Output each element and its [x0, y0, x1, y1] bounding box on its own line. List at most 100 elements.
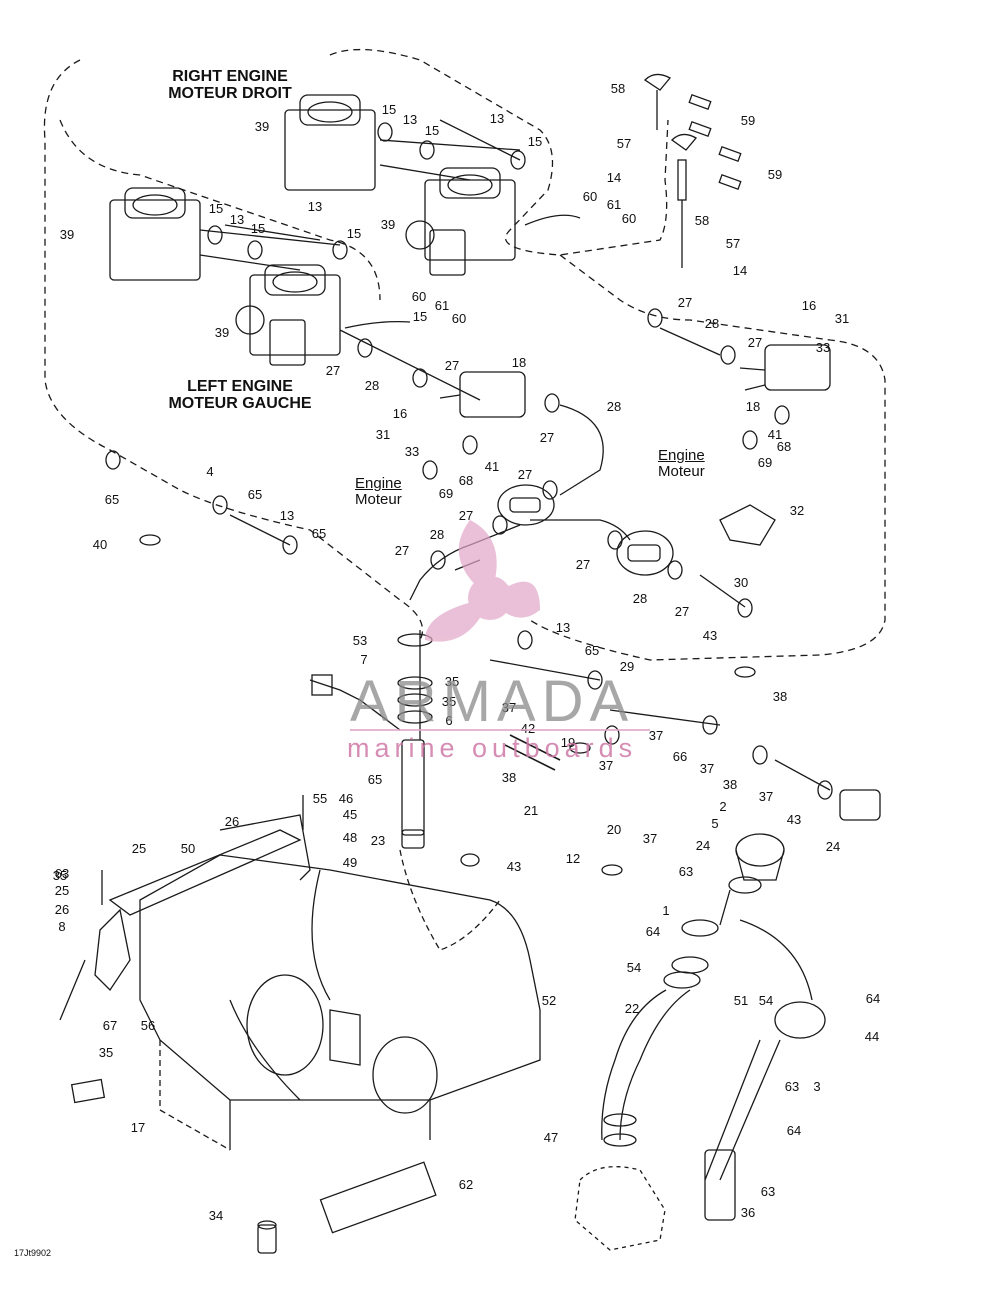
callout-number: 41: [485, 459, 499, 474]
callout-number: 59: [768, 167, 782, 182]
left-engine-outline: [43, 59, 424, 641]
callout-number: 64: [787, 1123, 801, 1138]
callout-number: 65: [585, 643, 599, 658]
callout-number: 18: [746, 399, 760, 414]
right-engine-label-fr: MOTEUR DROIT: [168, 85, 292, 102]
engine-label-left: Engine: [355, 475, 402, 492]
callout-number: 63: [679, 864, 693, 879]
callout-number: 68: [777, 439, 791, 454]
callout-number: 63: [761, 1184, 775, 1199]
callout-number: 16: [393, 406, 407, 421]
callout-number: 27: [445, 358, 459, 373]
callout-number: 60: [412, 289, 426, 304]
callout-number: 61: [607, 197, 621, 212]
callout-number: 4: [206, 464, 213, 479]
callout-number: 27: [675, 604, 689, 619]
callout-number: 54: [759, 993, 773, 1008]
callout-number: 69: [758, 455, 772, 470]
callout-number: 29: [620, 659, 634, 674]
callout-number: 57: [617, 136, 631, 151]
callout-number: 6: [445, 713, 452, 728]
callout-number: 12: [566, 851, 580, 866]
callout-number: 36: [741, 1205, 755, 1220]
primer-pumps: [643, 73, 742, 268]
callout-number: 50: [181, 841, 195, 856]
watermark-propeller-icon: [425, 520, 540, 642]
callout-number: 65: [312, 526, 326, 541]
callout-number: 15: [425, 123, 439, 138]
callout-number: 42: [521, 721, 535, 736]
callout-number: 31: [835, 311, 849, 326]
fuel-hoses: [224, 119, 831, 791]
callout-number: 5: [711, 816, 718, 831]
callout-number: 30: [734, 575, 748, 590]
callout-number: 58: [695, 213, 709, 228]
callout-number: 43: [703, 628, 717, 643]
callout-number: 19: [561, 735, 575, 750]
callout-number: 37: [502, 700, 516, 715]
callout-number: 14: [607, 170, 621, 185]
callout-number: 27: [540, 430, 554, 445]
callout-number: 59: [741, 113, 755, 128]
filler-neck: [601, 789, 881, 1221]
corrugated-hose: [504, 734, 561, 771]
callout-number: 26: [225, 814, 239, 829]
callout-number: 65: [105, 492, 119, 507]
callout-number: 57: [726, 236, 740, 251]
right-engine-title: RIGHT ENGINE MOTEUR DROIT: [150, 68, 310, 102]
right-engine-outline: [329, 48, 669, 256]
support-brackets: [59, 795, 437, 1254]
callout-number: 64: [646, 924, 660, 939]
fuel-return-outline: [529, 254, 886, 661]
engine-destination-right: Engine Moteur: [658, 448, 705, 480]
right-engine-carburetors: [284, 94, 581, 276]
callout-number: 14: [733, 263, 747, 278]
callout-number: 38: [502, 770, 516, 785]
callout-number: 27: [518, 467, 532, 482]
callout-number: 40: [93, 537, 107, 552]
callout-number: 39: [255, 119, 269, 134]
callout-number: 28: [430, 527, 444, 542]
fuel-pumps: [439, 344, 831, 418]
callout-number: 35: [445, 674, 459, 689]
engine-label-right: Engine: [658, 447, 705, 464]
callout-number: 46: [339, 791, 353, 806]
left-engine-label: LEFT ENGINE: [187, 378, 293, 395]
callout-number: 55: [313, 791, 327, 806]
callout-number: 26: [55, 902, 69, 917]
callout-number: 33: [816, 340, 830, 355]
callout-number: 44: [865, 1029, 879, 1044]
callout-number: 43: [787, 812, 801, 827]
callout-number: 13: [308, 199, 322, 214]
callout-number: 37: [643, 831, 657, 846]
watermark-brand: ARMADA: [350, 669, 635, 734]
callout-number: 60: [452, 311, 466, 326]
callout-number: 25: [132, 841, 146, 856]
callout-number: 38: [723, 777, 737, 792]
callout-number: 27: [459, 508, 473, 523]
callout-number: 35: [99, 1045, 113, 1060]
callout-number: 61: [435, 298, 449, 313]
callout-number: 22: [625, 1001, 639, 1016]
callout-number: 63: [55, 866, 69, 881]
callout-number: 16: [802, 298, 816, 313]
fuel-pickup: [309, 633, 433, 849]
left-engine-label-fr: MOTEUR GAUCHE: [168, 395, 312, 412]
callout-number: 27: [576, 557, 590, 572]
callout-number: 15: [528, 134, 542, 149]
fuel-filters: [497, 484, 776, 576]
callout-number: 21: [524, 803, 538, 818]
callout-number: 28: [607, 399, 621, 414]
callout-number: 24: [696, 838, 710, 853]
callout-number: 13: [230, 212, 244, 227]
callout-number: 68: [459, 473, 473, 488]
callout-number: 33: [405, 444, 419, 459]
callout-number: 51: [734, 993, 748, 1008]
callout-number: 32: [790, 503, 804, 518]
drawing-reference-code: 17Jt9902: [14, 1248, 52, 1258]
callout-number: 8: [58, 919, 65, 934]
callout-number: 60: [622, 211, 636, 226]
callout-number: 64: [866, 991, 880, 1006]
callout-number: 15: [347, 226, 361, 241]
callout-number: 39: [60, 227, 74, 242]
